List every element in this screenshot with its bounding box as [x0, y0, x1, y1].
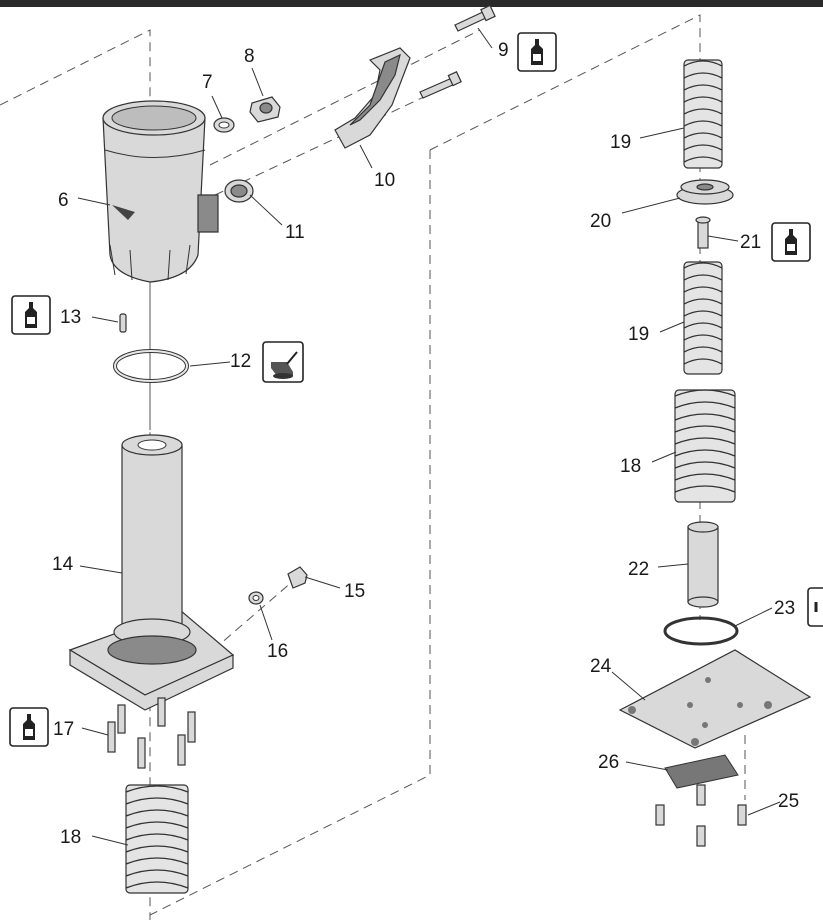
threadlocker-bottle-icon [517, 32, 557, 72]
callout-9: 9 [498, 40, 509, 61]
grease-oil-can-icon [262, 341, 304, 383]
part-19-spring-top [683, 59, 723, 169]
part-24-plate [618, 649, 812, 749]
part-8-nut [249, 96, 281, 123]
callout-10: 10 [374, 170, 395, 191]
part-21-bolt [695, 216, 711, 249]
callout-24: 24 [590, 656, 612, 677]
part-7-washer [213, 117, 235, 133]
callout-26: 26 [598, 752, 619, 773]
threadlocker-bottle-icon [771, 222, 811, 262]
callout-16: 16 [267, 641, 288, 662]
callout-12: 12 [230, 351, 251, 372]
callout-23: 23 [774, 598, 795, 619]
callout-6: 6 [58, 190, 69, 211]
part-22-sleeve [687, 521, 719, 608]
part-20-spring-seat [676, 179, 734, 205]
callout-14: 14 [52, 554, 74, 575]
callout-13: 13 [60, 307, 81, 328]
part-10-bracket [334, 47, 411, 149]
callout-8: 8 [244, 46, 255, 67]
callout-11: 11 [285, 222, 305, 243]
part-23-o-ring [663, 616, 739, 646]
part-17-bolts [107, 697, 196, 769]
partial-icon-edge [807, 587, 823, 627]
part-18-spring-left [125, 784, 189, 894]
threadlocker-bottle-icon [9, 707, 49, 747]
part-9-bolt-lower [419, 70, 462, 99]
part-25-screws [655, 784, 747, 847]
callout-19-middle: 19 [628, 324, 649, 345]
callout-15: 15 [344, 581, 365, 602]
part-13-pin [119, 313, 127, 333]
part-26-pad [664, 754, 739, 789]
callout-18-right: 18 [620, 456, 641, 477]
part-14-cylinder-base [68, 434, 235, 711]
top-bar [0, 0, 823, 7]
callout-18-left: 18 [60, 827, 81, 848]
part-11-plug [224, 179, 254, 203]
threadlocker-bottle-icon [11, 295, 51, 335]
part-9-bolt [454, 4, 496, 32]
part-15-fitting [287, 566, 308, 589]
part-19-spring-middle [683, 261, 723, 375]
callout-22: 22 [628, 559, 649, 580]
part-16-washer [248, 591, 264, 605]
callout-20: 20 [590, 211, 611, 232]
part-6-housing [102, 100, 219, 283]
callout-25: 25 [778, 791, 799, 812]
part-12-o-ring [113, 349, 189, 383]
part-18-spring-right [674, 389, 736, 503]
callout-7: 7 [202, 72, 213, 93]
leader-lines [77, 27, 781, 846]
callout-21: 21 [740, 232, 761, 253]
callout-17: 17 [53, 719, 74, 740]
callout-19-top: 19 [610, 132, 631, 153]
